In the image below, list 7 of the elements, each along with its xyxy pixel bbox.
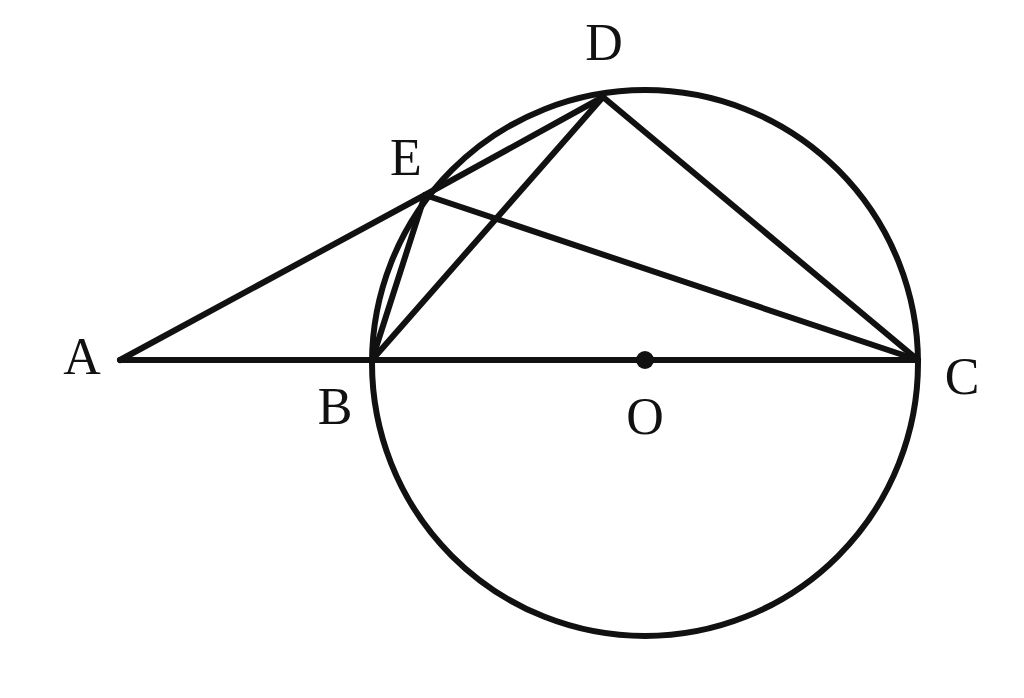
point-label: E: [384, 132, 428, 184]
point-label: O: [623, 391, 667, 443]
point-label: D: [582, 17, 626, 69]
point-label: B: [313, 381, 357, 433]
line-segment: [600, 94, 921, 363]
point-label: C: [940, 351, 984, 403]
point-label: A: [60, 331, 104, 383]
